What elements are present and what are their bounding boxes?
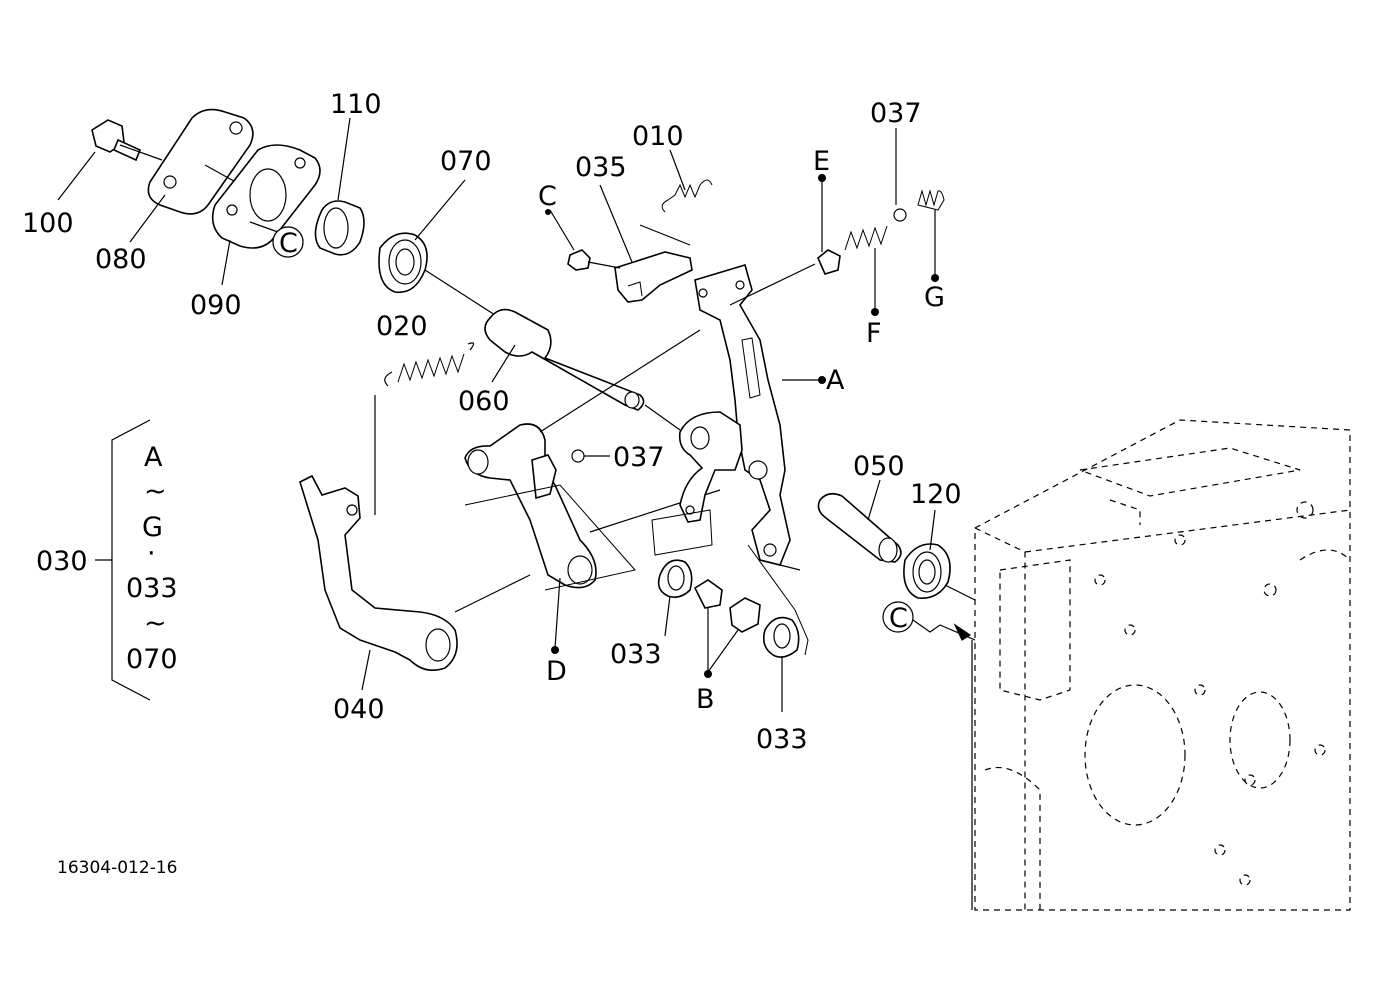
ref-g: G	[924, 282, 945, 313]
label-060: 060	[458, 386, 510, 417]
label-050: 050	[853, 451, 905, 482]
ref-circle-c3	[882, 601, 914, 633]
arm-d	[464, 329, 721, 649]
label-120: 120	[910, 479, 962, 510]
sleeve-050	[817, 479, 902, 563]
label-070: 070	[440, 146, 492, 177]
ring-110	[314, 117, 365, 256]
detent-pin-e	[729, 180, 841, 306]
bracket-line-7: 070	[126, 644, 178, 675]
spring-010	[639, 149, 713, 246]
label-090: 090	[190, 290, 242, 321]
ref-d: D	[546, 656, 567, 687]
bracket-line-5: 033	[126, 573, 178, 604]
label-035: 035	[575, 152, 627, 183]
bracket-line-6: ~	[144, 608, 167, 639]
ref-c-block: C	[889, 603, 908, 634]
bearing-120	[903, 509, 976, 601]
label-100: 100	[22, 208, 74, 239]
engine-block	[974, 419, 1351, 911]
label-080: 080	[95, 244, 147, 275]
latch-035	[599, 184, 693, 303]
label-010: 010	[632, 121, 684, 152]
ref-circle-c1	[272, 226, 304, 258]
spring-020	[374, 342, 475, 515]
label-033-right: 033	[756, 724, 808, 755]
ref-f: F	[866, 318, 882, 349]
screw-c	[549, 209, 621, 271]
label-037-mid: 037	[613, 442, 665, 473]
setscrew-g	[917, 189, 945, 276]
bracket-a	[651, 263, 820, 656]
label-037-top: 037	[870, 98, 922, 129]
ball-037-mid	[571, 449, 610, 463]
label-040: 040	[333, 694, 385, 725]
ref-a: A	[826, 365, 845, 396]
pin-b-left	[693, 579, 723, 609]
label-020: 020	[376, 311, 428, 342]
label-110: 110	[330, 89, 382, 120]
spring-f	[844, 225, 888, 310]
washer-033-left	[657, 559, 693, 637]
bracket-line-3: G	[142, 512, 163, 543]
bracket-line-4: ·	[147, 538, 156, 569]
drawing-number: 16304-012-16	[57, 858, 177, 878]
label-030: 030	[36, 546, 88, 577]
lever-040	[299, 474, 531, 691]
shaft-060	[484, 308, 681, 431]
label-033-left: 033	[610, 639, 662, 670]
bracket-line-2: ~	[144, 476, 167, 507]
plate-080	[129, 108, 254, 243]
bracket-line-1: A	[144, 442, 163, 473]
group-bracket-030	[95, 419, 151, 701]
pin-b-right	[707, 597, 761, 673]
ref-b: B	[696, 684, 715, 715]
bearing-070	[378, 179, 496, 316]
ref-e: E	[813, 146, 830, 177]
ref-c-screw: C	[538, 181, 557, 212]
ball-037	[893, 128, 907, 222]
washer-033-right	[762, 616, 800, 712]
bolt-100	[57, 119, 163, 201]
ref-c-gasket: C	[279, 228, 298, 259]
